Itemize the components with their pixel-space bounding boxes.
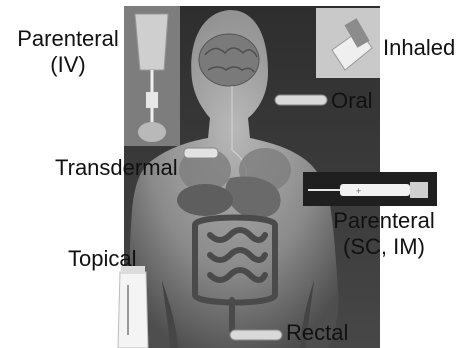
label-parenteral-iv-line1: Parenteral xyxy=(4,26,132,52)
label-parenteral-sc-im: Parenteral (SC, IM) xyxy=(324,208,444,260)
liver xyxy=(177,184,233,216)
label-transdermal: Transdermal xyxy=(55,155,178,181)
syringe-photo: + xyxy=(303,172,437,206)
label-oral: Oral xyxy=(331,88,373,114)
label-parenteral-sc-im-line2: (SC, IM) xyxy=(324,234,444,260)
brain xyxy=(199,34,259,86)
label-rectal: Rectal xyxy=(286,320,348,346)
label-parenteral-iv-line2: (IV) xyxy=(4,52,132,78)
transdermal-patch xyxy=(184,148,218,158)
rectal-suppository xyxy=(230,330,282,340)
oral-pill xyxy=(275,95,327,105)
iv-bag-photo xyxy=(124,6,180,146)
label-topical: Topical xyxy=(68,246,136,272)
label-parenteral-iv: Parenteral (IV) xyxy=(4,26,132,78)
topical-tube-photo xyxy=(118,266,148,348)
label-inhaled: Inhaled xyxy=(383,35,455,61)
label-parenteral-sc-im-line1: Parenteral xyxy=(324,208,444,234)
inhaler-photo xyxy=(316,8,380,78)
svg-text:+: + xyxy=(356,186,361,196)
